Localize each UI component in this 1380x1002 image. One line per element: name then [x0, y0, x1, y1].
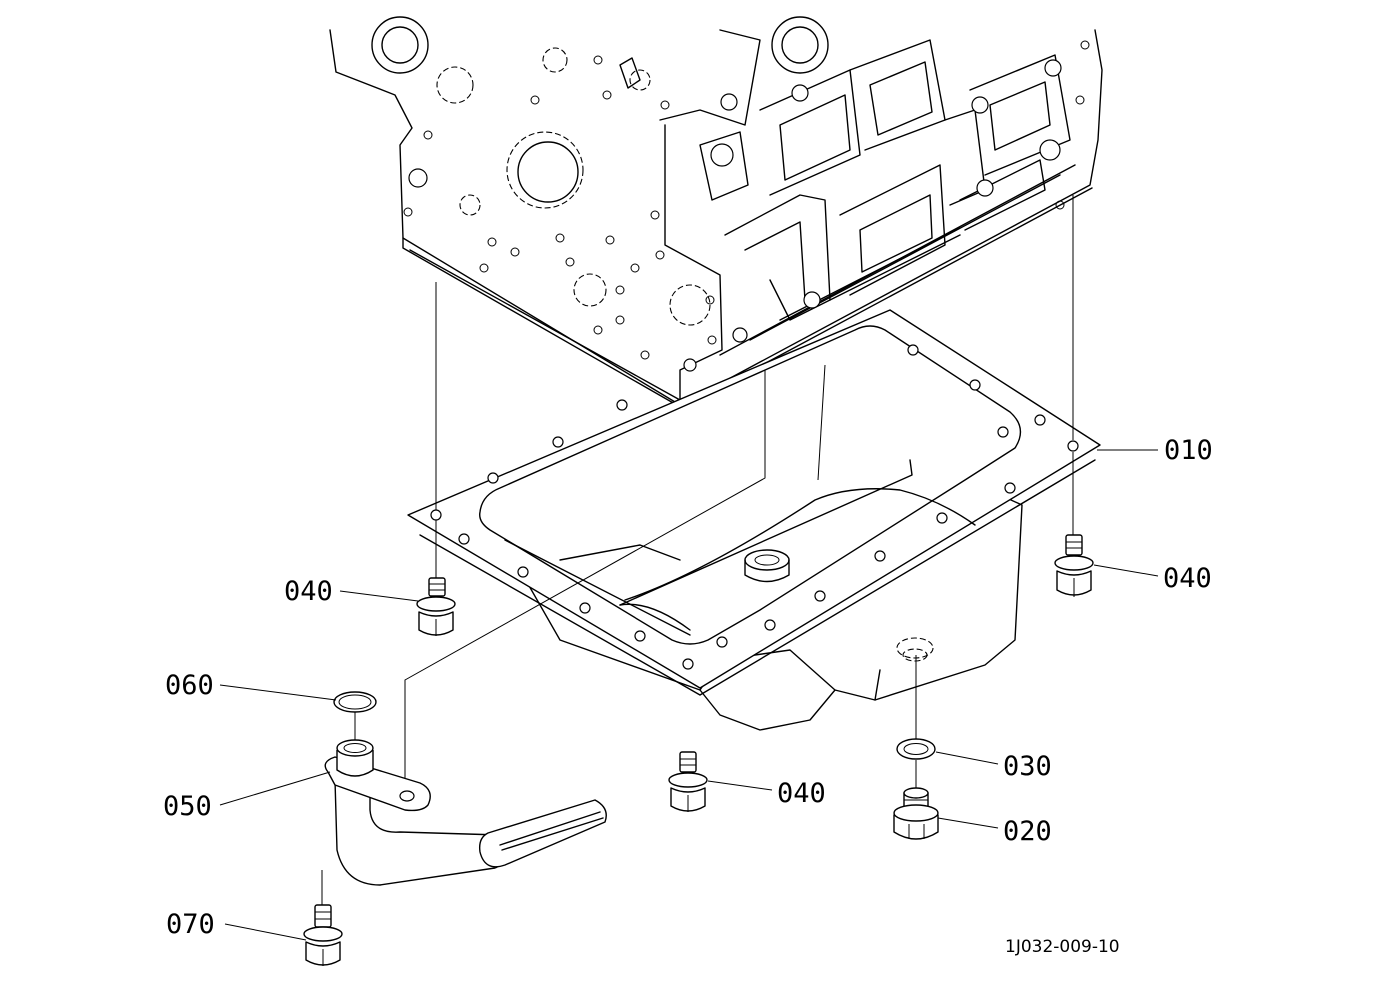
oil-pan	[407, 309, 1101, 731]
callout-020: 020	[1003, 816, 1052, 847]
bolt-040-bottom	[668, 751, 708, 812]
callout-040-right: 040	[1163, 563, 1212, 594]
drawing-number: 1J032-009-10	[1005, 937, 1120, 957]
assembly-lines	[321, 195, 1074, 905]
bolt-040-right	[1054, 534, 1094, 597]
drain-plug-020	[893, 787, 939, 840]
bolt-070	[303, 904, 343, 966]
leader-lines	[219, 449, 1159, 941]
callout-040-left: 040	[284, 576, 333, 607]
o-ring-060	[333, 691, 377, 713]
engine-block	[329, 16, 1103, 409]
callout-040-bottom: 040	[777, 778, 826, 809]
callout-070: 070	[166, 909, 215, 940]
callout-050: 050	[163, 791, 212, 822]
gasket-030	[896, 738, 936, 760]
callout-060: 060	[165, 670, 214, 701]
bolt-040-left	[416, 577, 456, 636]
callout-010: 010	[1164, 435, 1213, 466]
oil-strainer-pipe-050	[324, 739, 607, 886]
callout-030: 030	[1003, 751, 1052, 782]
drain-boss	[896, 637, 934, 662]
